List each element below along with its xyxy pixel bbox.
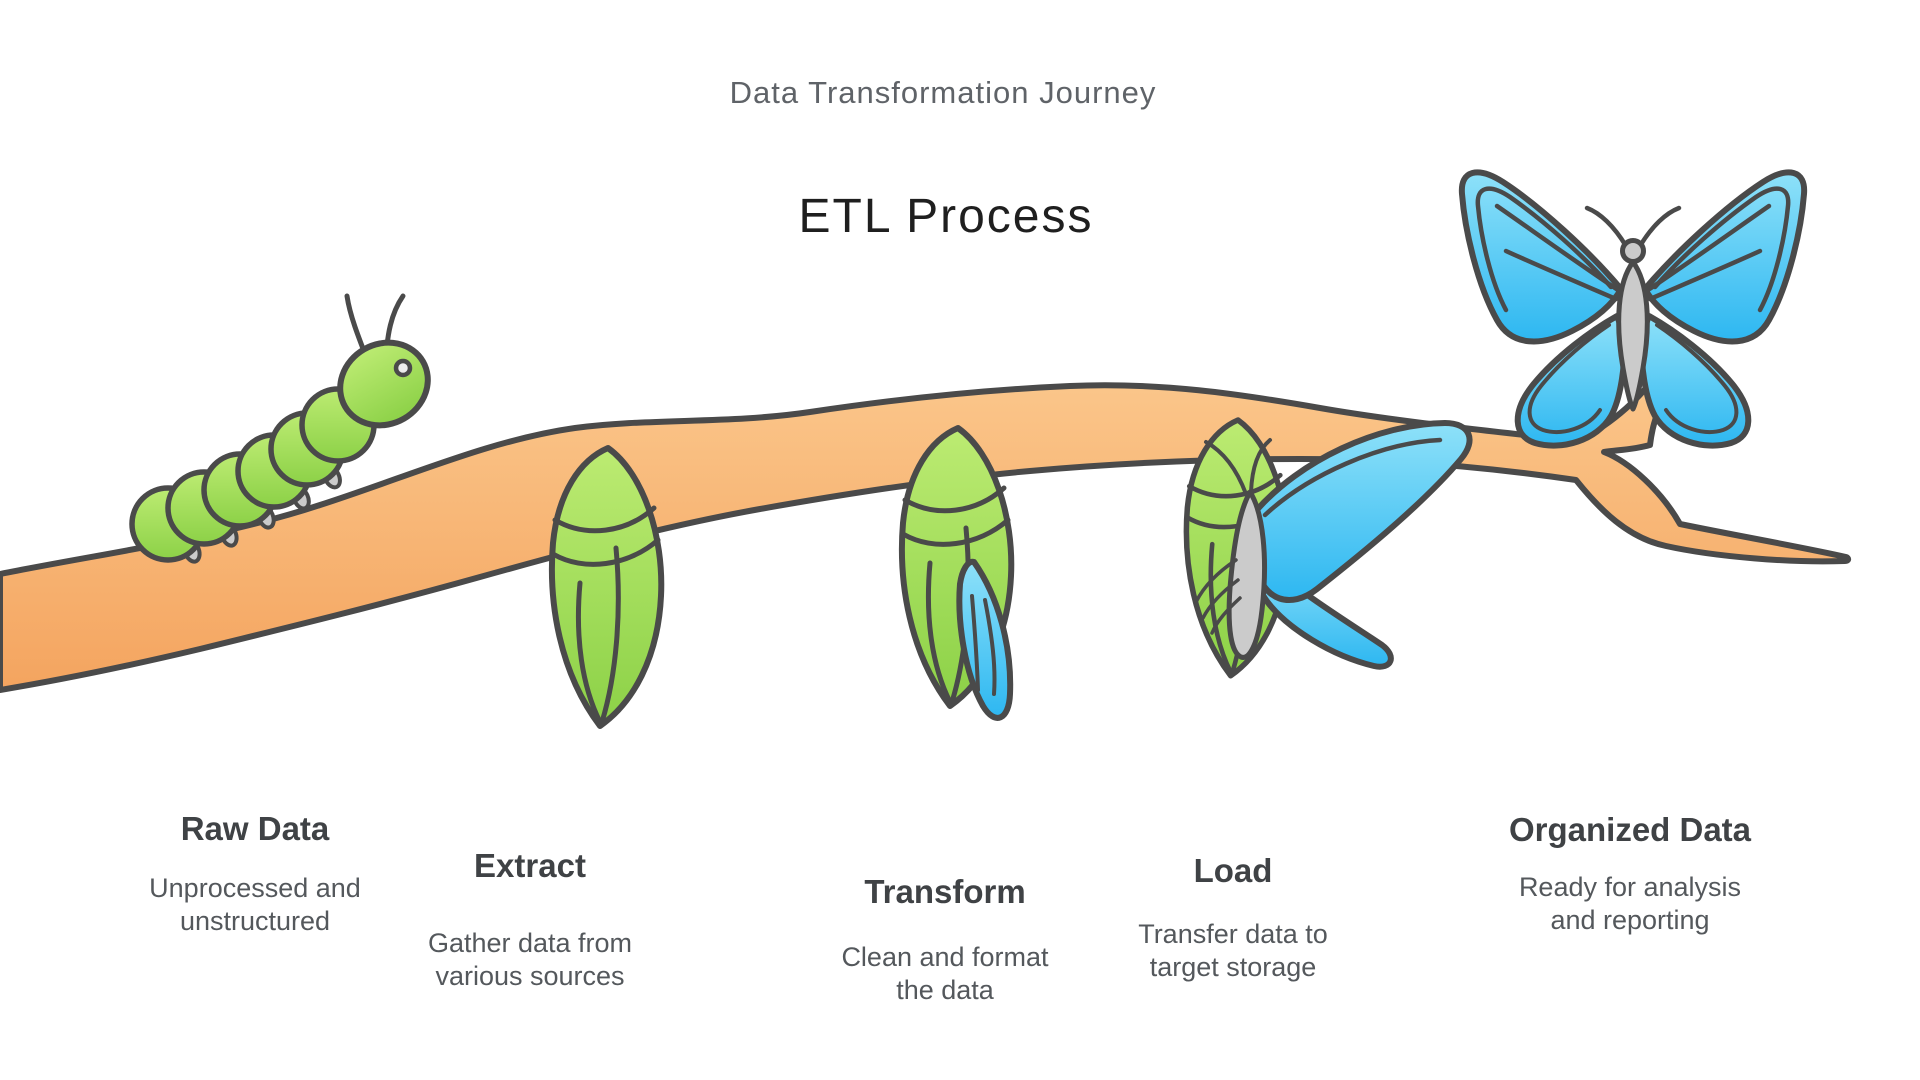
stage-label: Load bbox=[1194, 852, 1273, 889]
stage-caption-extract: Extract Gather data from various sources bbox=[428, 847, 632, 991]
stage-caption-raw-data: Raw Data Unprocessed and unstructured bbox=[149, 810, 361, 936]
butterfly-head-icon bbox=[1620, 238, 1646, 264]
stage-caption-load: Load Transfer data to target storage bbox=[1138, 852, 1328, 982]
stage-description: Transfer data to bbox=[1138, 919, 1328, 949]
stage-description: various sources bbox=[435, 961, 624, 991]
stage-description: Ready for analysis bbox=[1519, 872, 1741, 902]
stage-label: Organized Data bbox=[1509, 811, 1752, 848]
stage-description: unstructured bbox=[180, 906, 330, 936]
stage-label: Transform bbox=[864, 873, 1025, 910]
butterfly-emerging-icon bbox=[1186, 420, 1473, 676]
chrysalis-wing-emerging-icon bbox=[902, 428, 1011, 721]
stage-description: Gather data from bbox=[428, 928, 632, 958]
stage-description: target storage bbox=[1150, 952, 1317, 982]
stage-label: Raw Data bbox=[181, 810, 330, 847]
stage-description: Clean and format bbox=[841, 942, 1049, 972]
stage-description: Unprocessed and bbox=[149, 873, 361, 903]
emerging-antenna-icon bbox=[1249, 438, 1272, 494]
caterpillar-icon bbox=[129, 293, 431, 564]
caterpillar-eye-icon bbox=[393, 358, 413, 378]
butterfly-antenna-icon bbox=[1584, 205, 1629, 249]
metamorphosis-illustration bbox=[0, 172, 1852, 726]
stage-caption-transform: Transform Clean and format the data bbox=[841, 873, 1049, 1005]
butterfly-body-icon bbox=[1616, 259, 1650, 412]
stage-description: the data bbox=[896, 975, 995, 1005]
diagram-subtitle: Data Transformation Journey bbox=[730, 75, 1157, 110]
diagram-title: ETL Process bbox=[799, 190, 1094, 243]
diagram-text: Data Transformation Journey ETL Process … bbox=[149, 75, 1751, 1005]
stage-caption-organized-data: Organized Data Ready for analysis and re… bbox=[1509, 811, 1752, 935]
emerging-antenna-icon bbox=[1204, 440, 1248, 496]
butterfly-icon bbox=[1462, 172, 1804, 445]
butterfly-antenna-icon bbox=[1637, 205, 1682, 249]
stage-description: and reporting bbox=[1550, 905, 1709, 935]
emerging-body-icon bbox=[1226, 489, 1267, 660]
stage-label: Extract bbox=[474, 847, 586, 884]
